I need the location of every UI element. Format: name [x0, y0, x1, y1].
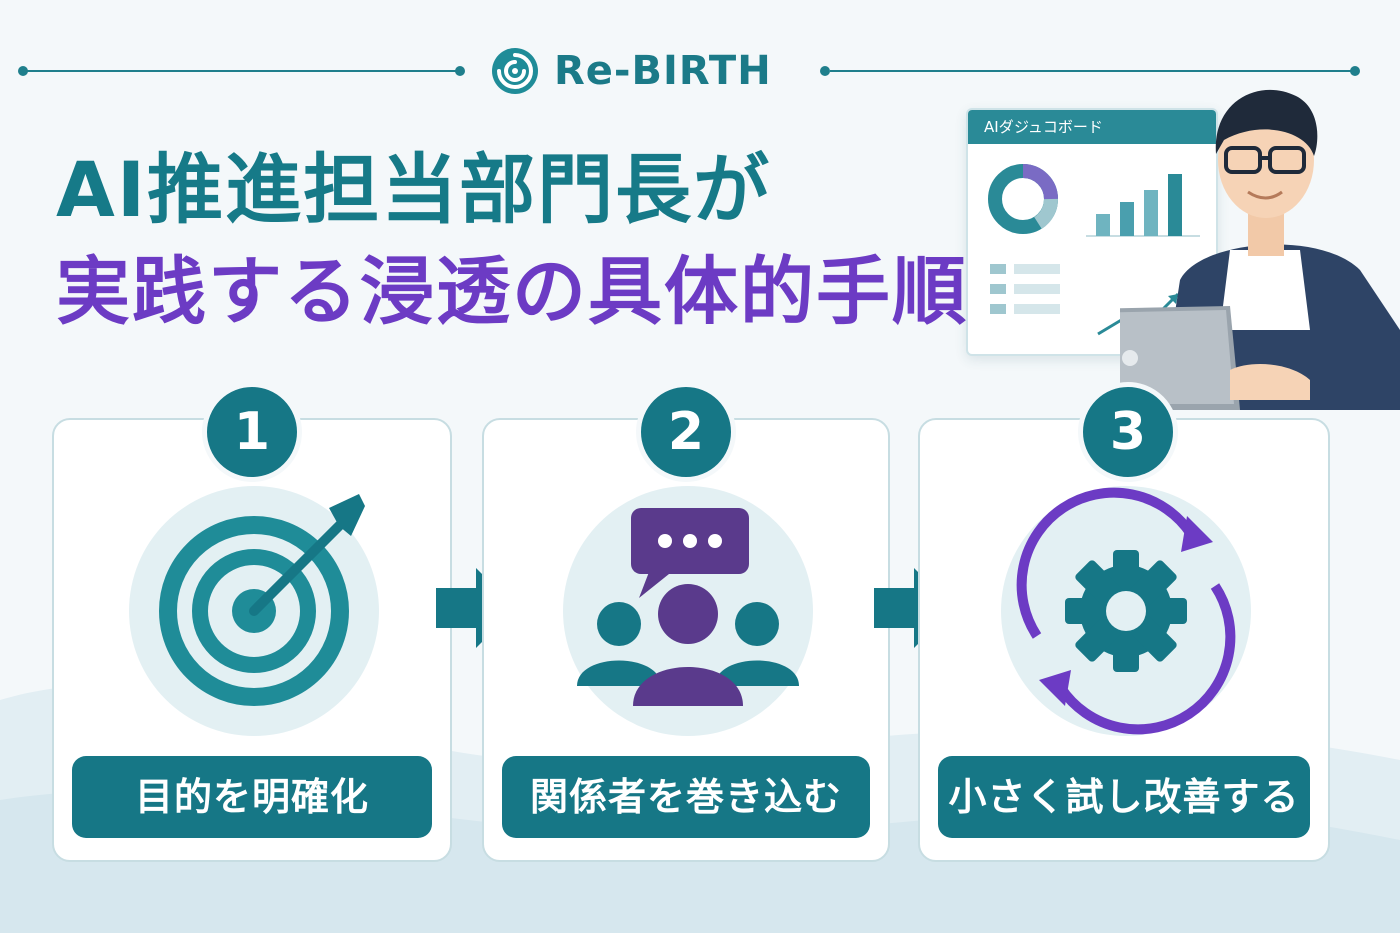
dashboard-label: AIダジュコボード [968, 110, 1216, 144]
step-3-icon-circle [1001, 486, 1251, 736]
brand-line-dot-end [1350, 66, 1360, 76]
person-with-laptop-illustration [1120, 89, 1400, 410]
brand-line-dot-right [820, 66, 830, 76]
title-line-2: 実践する浸透の具体的手順 [56, 249, 968, 335]
team-chat-icon [577, 508, 799, 706]
brand: Re-BIRTH [490, 46, 772, 96]
step-3-label: 小さく試し改善する [938, 756, 1310, 838]
brand-line-left [22, 70, 460, 72]
step-1-icon-circle [129, 486, 379, 736]
step-1-number: 1 [202, 382, 302, 482]
brand-line-dot-mid [455, 66, 465, 76]
step-card-2: 関係者を巻き込む [482, 418, 890, 862]
target-icon [159, 494, 365, 706]
brand-name: Re-BIRTH [554, 48, 772, 94]
step-card-3: 小さく試し改善する [918, 418, 1330, 862]
gear-cycle-icon [1016, 487, 1236, 735]
title-line-1: AI推進担当部門長が [56, 145, 772, 234]
step-2-icon-circle [563, 486, 813, 736]
step-card-1: 目的を明確化 [52, 418, 452, 862]
brand-logo-icon [492, 48, 538, 94]
brand-line-right [830, 70, 1356, 72]
step-2-label: 関係者を巻き込む [502, 756, 870, 838]
step-1-label: 目的を明確化 [72, 756, 432, 838]
step-2-number: 2 [636, 382, 736, 482]
step-3-number: 3 [1078, 382, 1178, 482]
